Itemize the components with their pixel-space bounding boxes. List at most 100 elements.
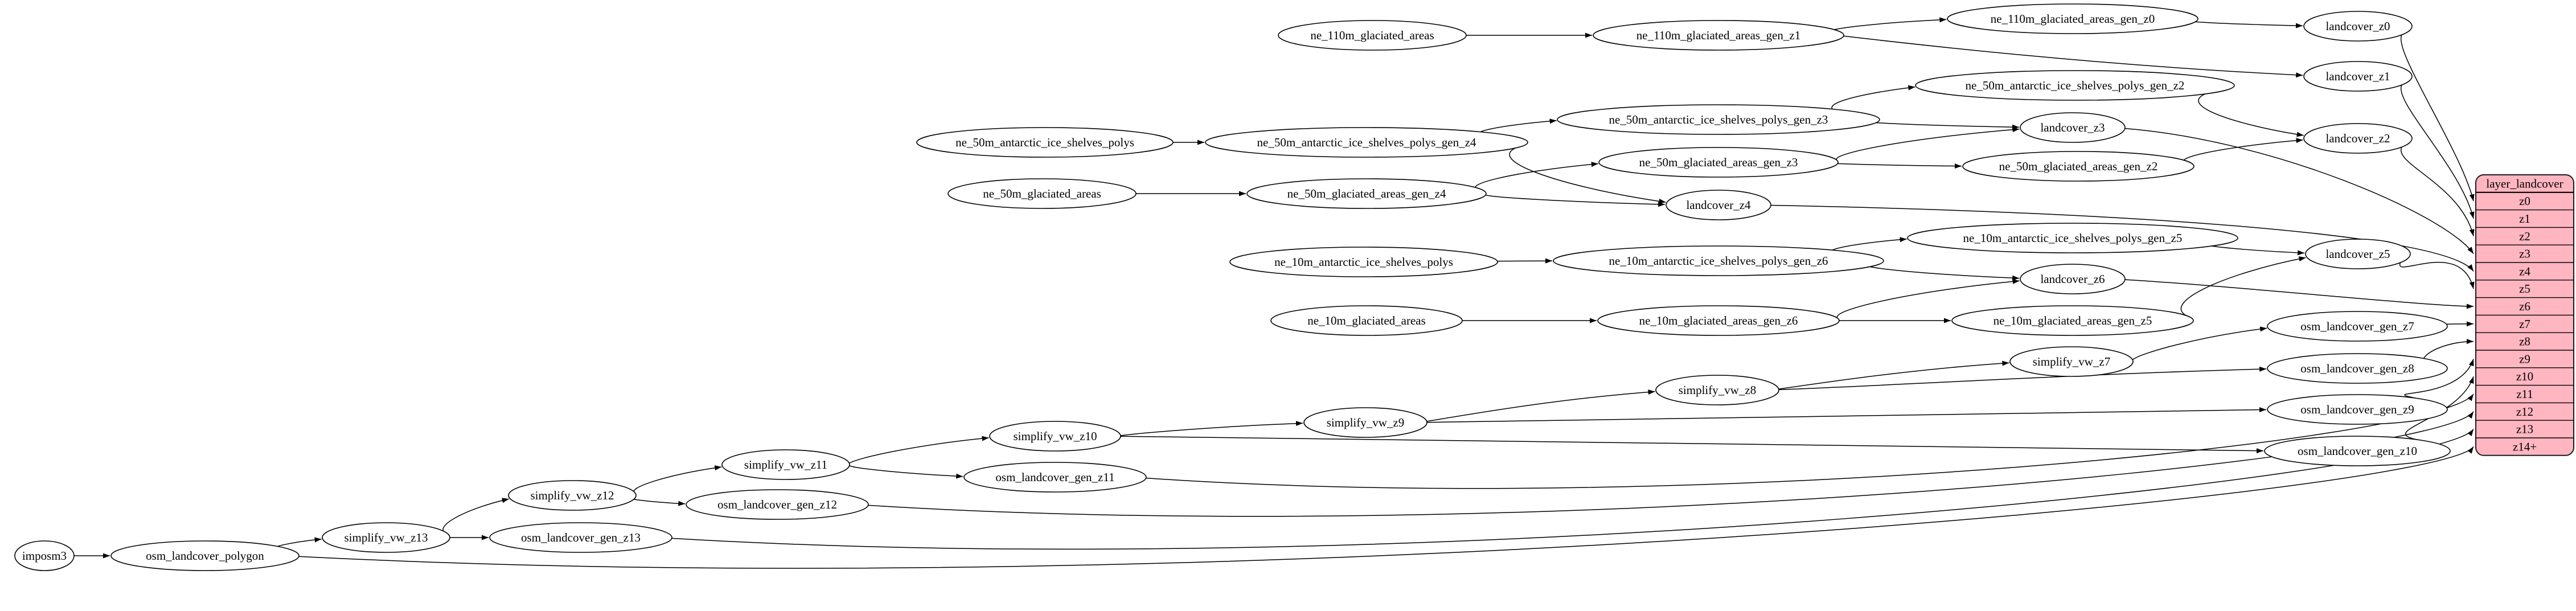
node-ne_10m_glaciated_areas_gen_z5: ne_10m_glaciated_areas_gen_z5 xyxy=(1951,305,2194,336)
edge-landcover_z4-to-row-z4 xyxy=(1770,204,2474,272)
table-row-z5: z5 xyxy=(2519,282,2530,296)
node-landcover_z5: landcover_z5 xyxy=(2305,239,2411,269)
node-label: ne_50m_antarctic_ice_shelves_polys_gen_z… xyxy=(1609,113,1828,126)
node-osm_landcover_gen_z9: osm_landcover_gen_z9 xyxy=(2267,394,2448,425)
node-simplify_vw_z9: simplify_vw_z9 xyxy=(1303,407,1428,438)
table-row-z11: z11 xyxy=(2516,387,2533,401)
table-row-z6: z6 xyxy=(2519,300,2530,313)
node-ellipse xyxy=(686,489,869,520)
node-imposm3: imposm3 xyxy=(14,540,75,571)
edge-osm_landcover_gen_z9-to-row-z9 xyxy=(2404,359,2474,399)
node-ellipse xyxy=(1915,70,2235,101)
edges xyxy=(72,17,2475,569)
node-osm_landcover_gen_z11: osm_landcover_gen_z11 xyxy=(963,462,1147,493)
node-landcover_z6: landcover_z6 xyxy=(2020,264,2126,294)
node-label: simplify_vw_z13 xyxy=(344,531,428,544)
node-label: landcover_z2 xyxy=(2325,132,2390,145)
node-ellipse xyxy=(2267,394,2448,425)
node-ellipse xyxy=(1303,407,1428,438)
node-label: ne_50m_glaciated_areas xyxy=(983,187,1101,200)
edge-ne_10m_glaciated_areas_gen_z6-to-landcover_z6 xyxy=(1836,278,2020,320)
node-ellipse xyxy=(2020,264,2126,294)
edge-simplify_vw_z9-to-simplify_vw_z8 xyxy=(1426,389,1655,422)
node-landcover_z4: landcover_z4 xyxy=(1666,190,1771,220)
node-ellipse xyxy=(1557,104,1880,135)
node-label: ne_110m_glaciated_areas_gen_z0 xyxy=(1991,12,2155,26)
edge-landcover_z3-to-row-z3 xyxy=(2124,128,2474,255)
node-label: ne_10m_antarctic_ice_shelves_polys_gen_z… xyxy=(1609,254,1828,268)
table-row-z14+: z14+ xyxy=(2513,440,2537,453)
node-ellipse xyxy=(2303,11,2413,42)
node-osm_landcover_gen_z10: osm_landcover_gen_z10 xyxy=(2264,436,2451,466)
layer-landcover-table: layer_landcoverz0z1z2z3z4z5z6z7z8z9z10z1… xyxy=(2475,174,2574,456)
node-ellipse xyxy=(2305,239,2411,269)
node-ellipse xyxy=(2267,353,2448,384)
node-ne_110m_glaciated_areas: ne_110m_glaciated_areas xyxy=(1278,20,1467,51)
node-label: ne_110m_glaciated_areas_gen_z1 xyxy=(1636,28,1800,42)
edge-landcover_z2-to-row-z2 xyxy=(2400,146,2475,236)
node-ellipse xyxy=(110,540,300,571)
table-row-z0: z0 xyxy=(2519,194,2530,208)
edge-landcover_z5-to-row-z5 xyxy=(2399,261,2475,289)
node-label: osm_landcover_gen_z12 xyxy=(717,498,837,511)
node-ellipse xyxy=(1907,223,2238,253)
node-ellipse xyxy=(1553,245,1884,276)
edge-ne_50m_antarctic_ice_shelves_polys_gen_z2-to-landcover_z2 xyxy=(2198,87,2304,137)
edge-simplify_vw_z13-to-simplify_vw_z12 xyxy=(442,498,509,535)
node-ne_10m_antarctic_ice_shelves_polys_gen_z6: ne_10m_antarctic_ice_shelves_polys_gen_z… xyxy=(1553,245,1884,276)
edge-landcover_z0-to-row-z0 xyxy=(2400,34,2475,202)
node-ne_110m_glaciated_areas_gen_z0: ne_110m_glaciated_areas_gen_z0 xyxy=(1947,3,2198,34)
edge-ne_10m_antarctic_ice_shelves_polys_gen_z6-to-landcover_z6 xyxy=(1864,261,2020,281)
node-label: landcover_z3 xyxy=(2040,121,2105,134)
node-ellipse xyxy=(1229,247,1498,277)
edge-ne_50m_antarctic_ice_shelves_polys_gen_z3-to-landcover_z3 xyxy=(1862,119,2020,130)
edge-landcover_z6-to-row-z6 xyxy=(2124,279,2474,309)
node-ellipse xyxy=(1962,151,2194,182)
table-title: layer_landcover xyxy=(2486,177,2563,190)
edge-simplify_vw_z11-to-simplify_vw_z10 xyxy=(849,436,989,464)
node-ellipse xyxy=(1947,3,2198,34)
node-label: osm_landcover_gen_z10 xyxy=(2298,444,2417,458)
node-label: imposm3 xyxy=(22,549,67,563)
node-simplify_vw_z10: simplify_vw_z10 xyxy=(989,421,1121,452)
node-simplify_vw_z12: simplify_vw_z12 xyxy=(508,480,637,511)
node-ne_50m_antarctic_ice_shelves_polys_gen_z3: ne_50m_antarctic_ice_shelves_polys_gen_z… xyxy=(1557,104,1880,135)
edge-simplify_vw_z12-to-simplify_vw_z11 xyxy=(633,465,722,494)
edge-ne_50m_glaciated_areas_gen_z3-to-ne_50m_glaciated_areas_gen_z2 xyxy=(1829,162,1962,169)
node-label: ne_10m_glaciated_areas_gen_z6 xyxy=(1639,314,1798,327)
node-ellipse xyxy=(2303,61,2413,92)
node-label: landcover_z0 xyxy=(2325,19,2390,33)
table-row-z4: z4 xyxy=(2519,264,2530,278)
node-ellipse xyxy=(1270,305,1463,336)
node-ellipse xyxy=(1666,190,1771,220)
edge-ne_110m_glaciated_areas_gen_z1-to-ne_110m_glaciated_areas_gen_z0 xyxy=(1828,17,1947,35)
node-simplify_vw_z8: simplify_vw_z8 xyxy=(1655,375,1779,405)
node-ellipse xyxy=(1655,375,1779,405)
edge-osm_landcover_gen_z13-to-row-z13 xyxy=(671,429,2474,550)
node-ellipse xyxy=(1598,147,1839,178)
node-ne_10m_glaciated_areas_gen_z6: ne_10m_glaciated_areas_gen_z6 xyxy=(1597,305,1840,336)
node-label: simplify_vw_z9 xyxy=(1327,416,1405,429)
node-landcover_z2: landcover_z2 xyxy=(2303,123,2413,154)
node-simplify_vw_z7: simplify_vw_z7 xyxy=(2009,346,2134,377)
node-ne_110m_glaciated_areas_gen_z1: ne_110m_glaciated_areas_gen_z1 xyxy=(1593,20,1844,51)
edge-simplify_vw_z12-to-osm_landcover_gen_z12 xyxy=(627,495,686,506)
node-landcover_z1: landcover_z1 xyxy=(2303,61,2413,92)
node-ellipse xyxy=(14,540,75,571)
node-osm_landcover_gen_z13: osm_landcover_gen_z13 xyxy=(489,522,672,553)
node-ellipse xyxy=(1205,127,1528,158)
edge-ne_50m_glaciated_areas_gen_z4-to-landcover_z4 xyxy=(1484,193,1666,207)
edge-landcover_z1-to-row-z1 xyxy=(2400,84,2475,219)
node-ellipse xyxy=(2264,436,2451,466)
table-row-z1: z1 xyxy=(2519,212,2530,225)
node-label: ne_50m_antarctic_ice_shelves_polys_gen_z… xyxy=(1257,136,1476,149)
node-label: osm_landcover_gen_z11 xyxy=(995,470,1114,484)
node-label: ne_50m_antarctic_ice_shelves_polys_gen_z… xyxy=(1966,79,2185,92)
table-row-z8: z8 xyxy=(2519,335,2530,348)
table-row-z13: z13 xyxy=(2516,423,2533,436)
node-label: ne_10m_antarctic_ice_shelves_polys xyxy=(1274,255,1453,269)
node-simplify_vw_z11: simplify_vw_z11 xyxy=(721,449,850,480)
node-label: ne_50m_glaciated_areas_gen_z2 xyxy=(1999,159,2158,173)
node-ellipse xyxy=(1593,20,1844,51)
